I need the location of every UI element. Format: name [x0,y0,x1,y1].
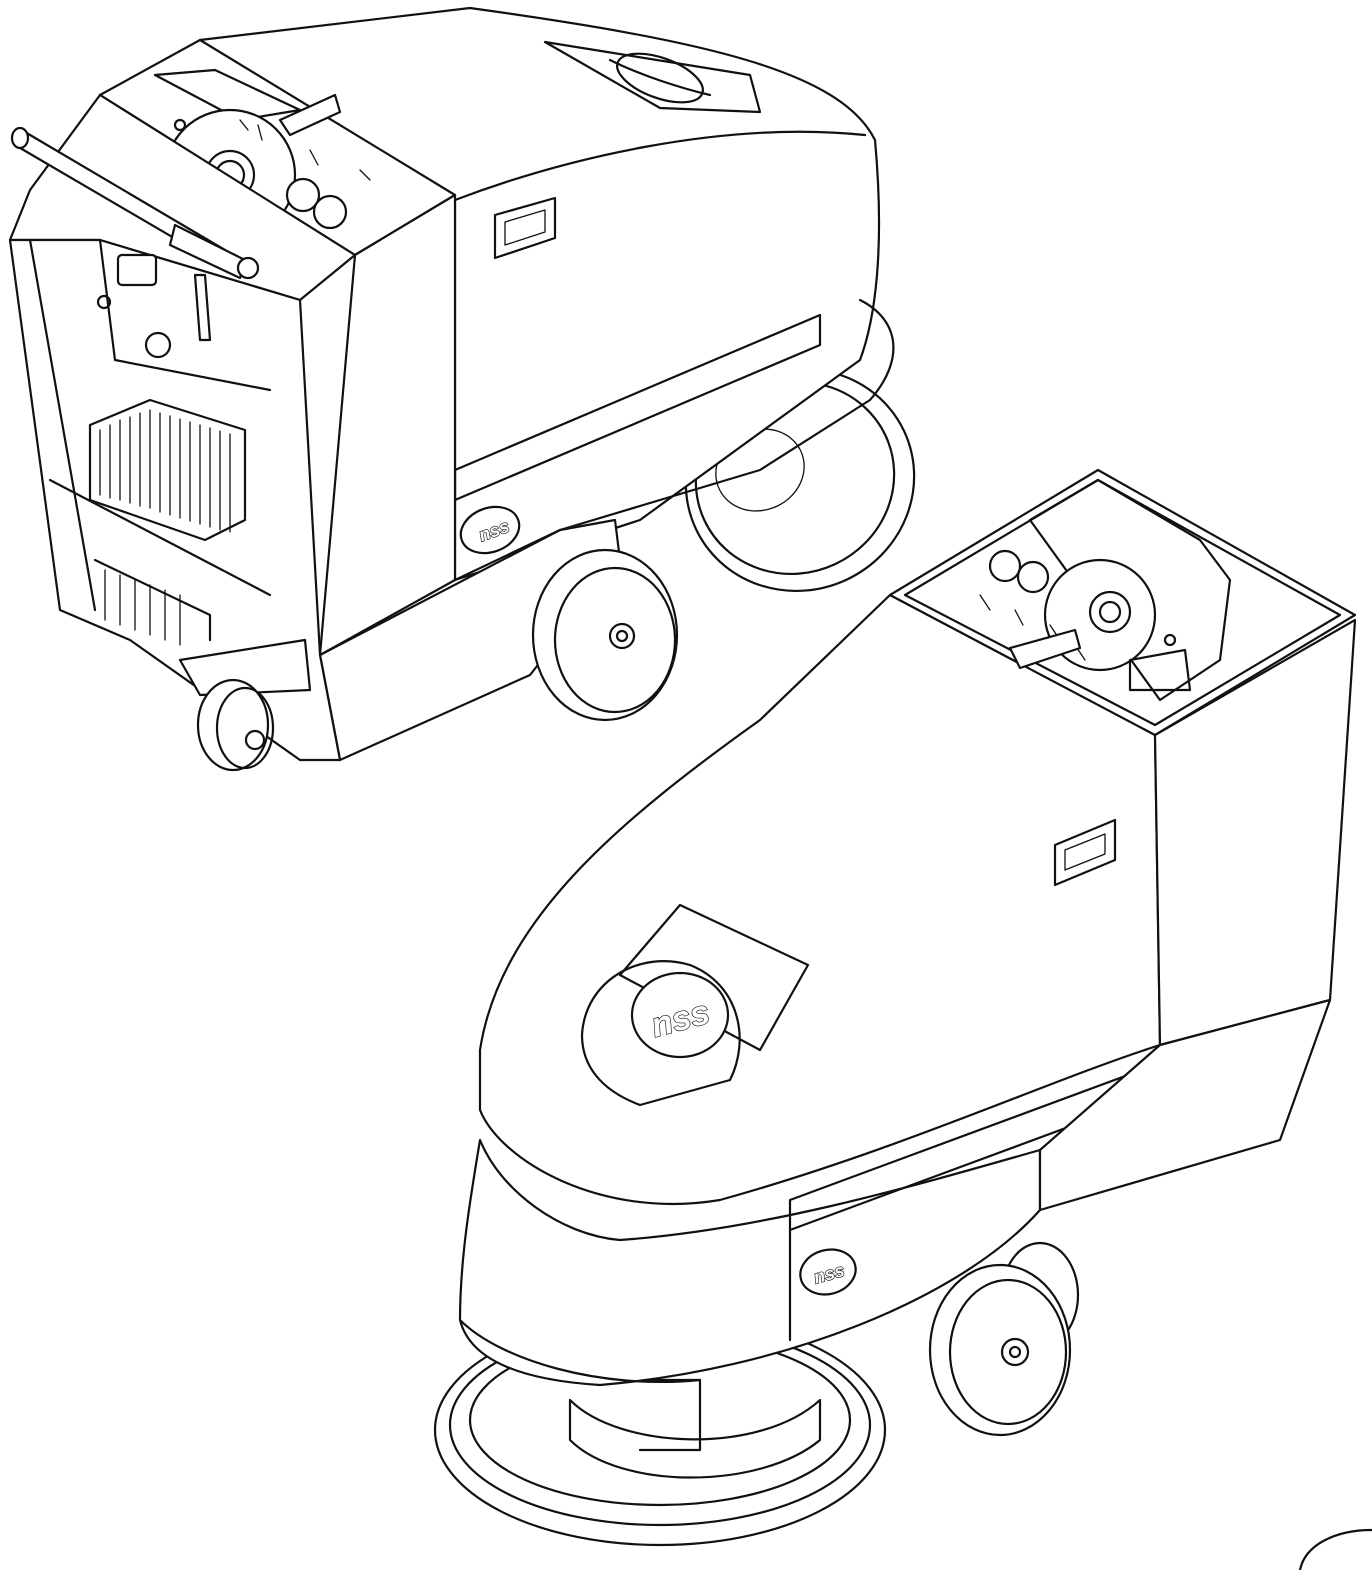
front-side-panel [1038,618,1357,1212]
front-control-console [888,468,1357,737]
front-hood: nss [458,593,1162,1387]
front-base: nss [788,1228,857,1342]
machine-front-view: nss [433,468,1357,1547]
corner-arc [1298,1528,1372,1570]
rear-hood [198,6,895,582]
rear-panel [8,93,357,762]
rear-base: nss [318,505,622,762]
rear-main-wheel [531,548,679,722]
machine-rear-view: nss [8,6,916,772]
front-main-wheel [928,1241,1080,1437]
rear-caster-wheel [196,678,275,772]
